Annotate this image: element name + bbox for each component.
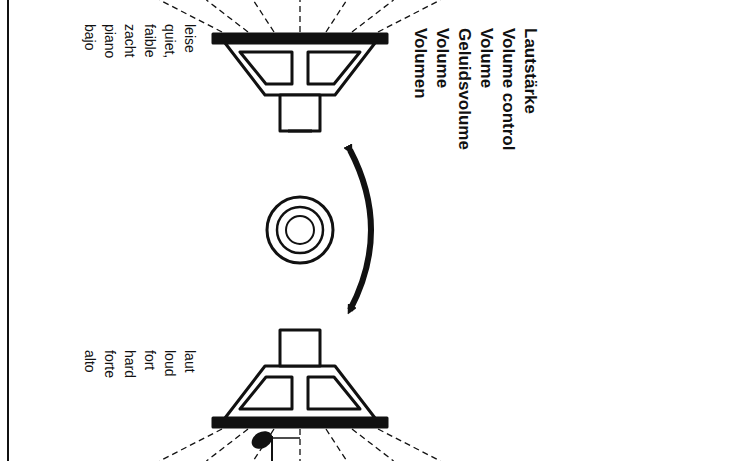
sound-ray xyxy=(299,429,300,461)
loud-label: laut xyxy=(180,350,200,373)
loud-label: forte xyxy=(100,350,120,378)
sound-ray xyxy=(378,0,440,32)
quiet-label: bajo xyxy=(80,24,100,50)
quiet-label: leise xyxy=(180,24,200,53)
heading-line: Geluidsvolume xyxy=(454,28,474,150)
volume-knob xyxy=(267,197,333,263)
loud-label: loud xyxy=(160,350,180,376)
sound-ray xyxy=(206,0,248,32)
sound-ray xyxy=(253,0,274,32)
quiet-label: faible xyxy=(140,24,160,57)
sound-rays xyxy=(160,429,441,461)
quiet-label: piano xyxy=(100,24,120,58)
heading-line: Volume xyxy=(432,28,452,88)
speaker-quiet xyxy=(213,34,387,131)
sound-ray xyxy=(299,0,300,32)
heading-line: Volume xyxy=(476,28,496,88)
sound-ray xyxy=(326,0,347,32)
loud-label: hard xyxy=(120,350,140,378)
sound-ray xyxy=(378,429,440,461)
sound-ray xyxy=(206,429,248,461)
heading-line: Volumen xyxy=(410,28,430,99)
heading-line: Volume control xyxy=(498,28,518,150)
quiet-label: quiet, xyxy=(160,24,180,58)
loud-label: fort xyxy=(140,350,160,370)
sound-rays xyxy=(160,0,441,32)
rotation-arrow xyxy=(350,150,371,310)
music-note xyxy=(248,428,300,461)
speaker-loud xyxy=(213,330,387,427)
loud-label: alto xyxy=(80,350,100,373)
sound-ray xyxy=(326,429,347,461)
frame-line xyxy=(7,0,9,461)
quiet-label: zacht xyxy=(120,24,140,57)
heading-line: Lautstärke xyxy=(520,28,540,114)
